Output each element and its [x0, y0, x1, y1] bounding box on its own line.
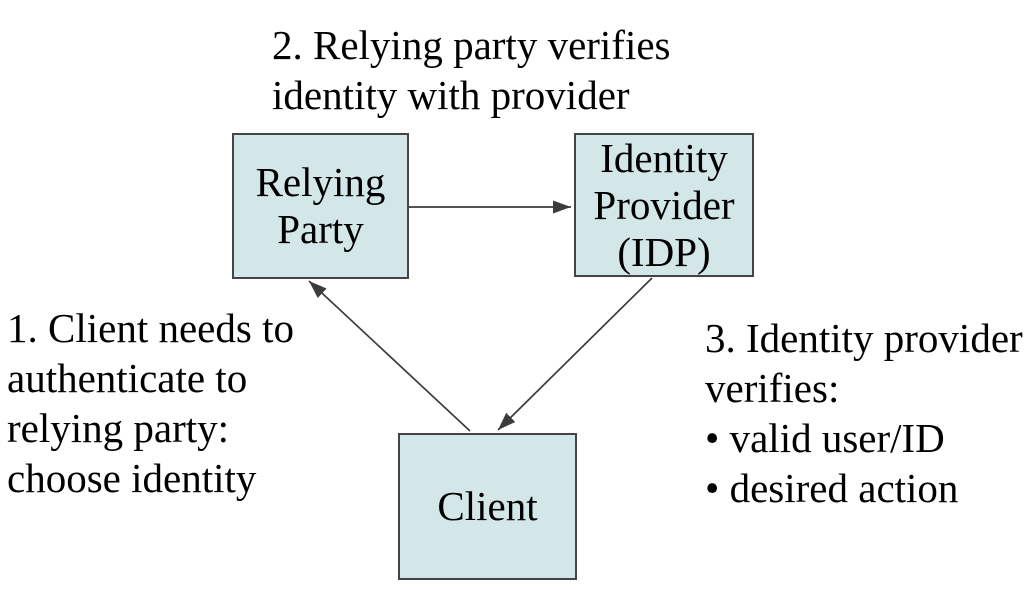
arrow-client-to-relying-party — [308, 280, 471, 432]
annotation-line: • desired action — [705, 465, 959, 511]
node-label-line: Client — [437, 483, 538, 529]
annotation-line: 1. Client needs to — [7, 305, 294, 351]
node-label-line: Party — [277, 206, 364, 252]
annotation-line: relying party: — [7, 405, 230, 451]
arrow-idp-to-client — [497, 277, 653, 431]
annotation-step-2: 2. Relying party verifies identity with … — [272, 20, 671, 120]
node-label-line: Relying — [255, 159, 386, 205]
annotation-step-3: 3. Identity provider verifies: • valid u… — [705, 313, 1023, 513]
node-label-line: Identity — [600, 134, 728, 181]
annotation-line: choose identity — [7, 455, 257, 501]
annotation-line: identity with provider — [272, 72, 630, 118]
annotation-line: authenticate to — [7, 355, 248, 401]
node-relying-party: Relying Party — [232, 133, 409, 279]
annotation-line: 3. Identity provider — [705, 315, 1023, 361]
node-client: Client — [398, 433, 577, 580]
annotation-line: • valid user/ID — [705, 415, 945, 461]
annotation-step-1: 1. Client needs to authenticate to relyi… — [7, 303, 294, 503]
node-label-line: Provider — [593, 181, 735, 228]
annotation-line: 2. Relying party verifies — [272, 22, 671, 68]
annotation-line: verifies: — [705, 365, 840, 411]
node-identity-provider: Identity Provider (IDP) — [574, 133, 754, 277]
node-label-line: (IDP) — [617, 228, 711, 275]
